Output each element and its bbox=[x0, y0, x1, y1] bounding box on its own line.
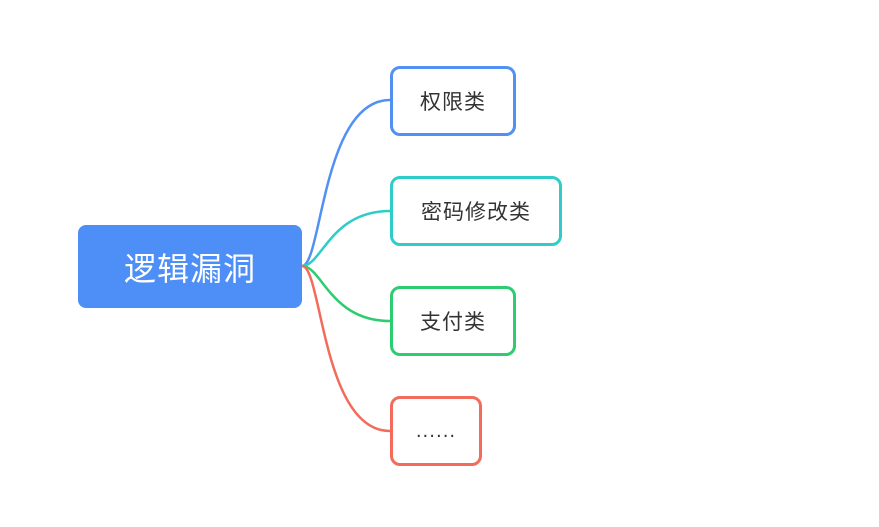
branch-node-1[interactable]: 权限类 bbox=[390, 66, 516, 136]
connector-branch-2 bbox=[301, 209, 391, 268]
branch-node-3[interactable]: 支付类 bbox=[390, 286, 516, 356]
branch-node-4-label: ...... bbox=[415, 420, 457, 442]
root-node-label: 逻辑漏洞 bbox=[123, 249, 256, 288]
branch-node-4[interactable]: ...... bbox=[390, 396, 482, 466]
branch-node-3-label: 支付类 bbox=[420, 310, 486, 334]
branch-node-2[interactable]: 密码修改类 bbox=[390, 176, 562, 246]
connector-branch-4 bbox=[301, 264, 391, 433]
connector-branch-1 bbox=[301, 98, 391, 268]
branch-node-1-label: 权限类 bbox=[420, 90, 486, 114]
branch-node-2-label: 密码修改类 bbox=[421, 200, 531, 224]
connector-branch-3 bbox=[301, 264, 391, 323]
root-node[interactable]: 逻辑漏洞 bbox=[78, 225, 302, 308]
